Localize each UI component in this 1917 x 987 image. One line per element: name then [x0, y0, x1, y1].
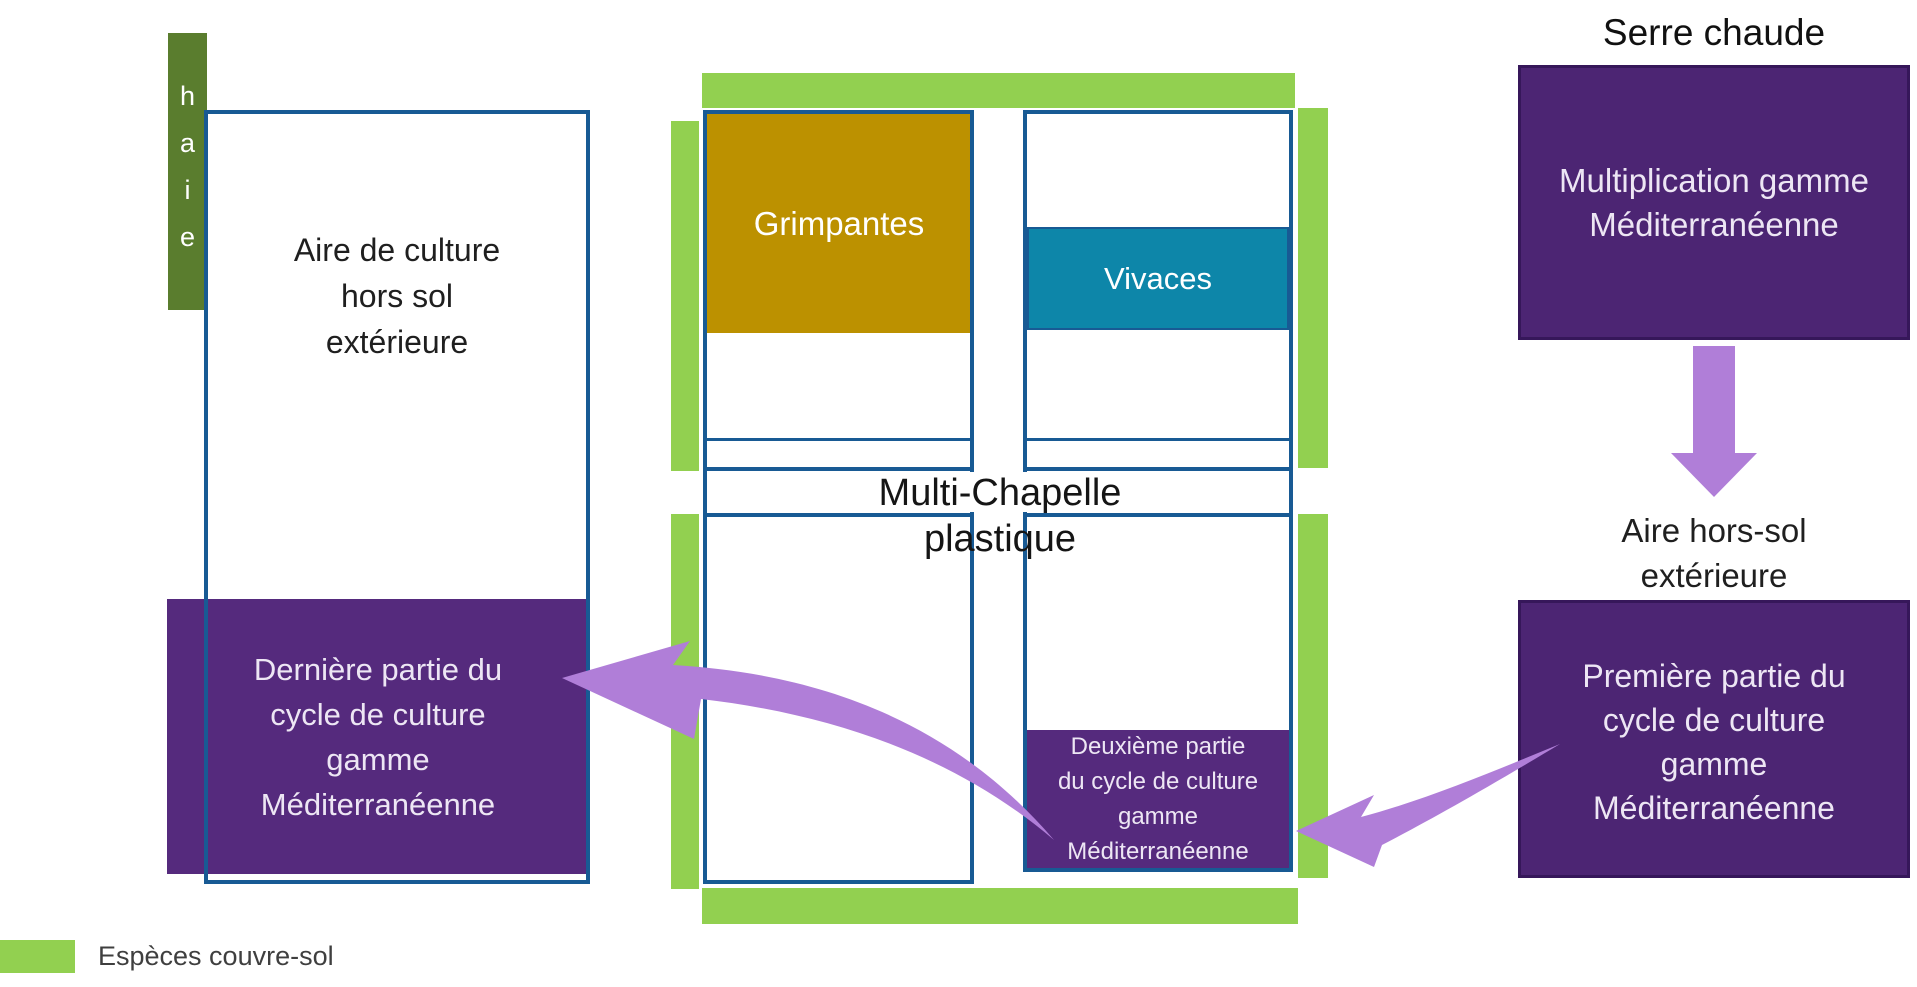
ground-cover-strip-right-lower	[1298, 514, 1328, 878]
perennials-box: Vivaces	[1027, 227, 1289, 330]
outdoor-area-border	[204, 110, 590, 884]
left-bay-inner-line	[707, 438, 971, 441]
down-arrow-icon	[1671, 346, 1757, 497]
outdoor-area-label: Aire de culture hors sol extérieure	[293, 232, 501, 360]
outdoor-offground-title: Aire hors-sol extérieure	[1621, 512, 1807, 594]
legend-label: Espèces couvre-sol	[98, 941, 334, 971]
hedge-bar: h a i e	[168, 33, 207, 310]
ground-cover-strip-top	[702, 73, 1295, 108]
band-gap-left	[967, 472, 981, 512]
ground-cover-strip-right-upper	[1298, 108, 1328, 468]
ground-cover-strip-bottom	[702, 888, 1298, 924]
first-cycle-label: Première partie du cycle de culture gamm…	[1582, 658, 1846, 826]
climbers-box: Grimpantes	[707, 114, 971, 333]
second-cycle-label: Deuxième partie du cycle de culture gamm…	[1057, 733, 1259, 865]
first-cycle-box: Première partie du cycle de culture gamm…	[1518, 600, 1910, 878]
greenhouse-label: Multi-Chapelle plastique	[878, 472, 1122, 560]
last-cycle-label: Dernière partie du cycle de culture gamm…	[253, 651, 503, 822]
climbers-label: Grimpantes	[753, 204, 925, 242]
band-gap-right	[1019, 472, 1033, 512]
legend-swatch	[0, 940, 75, 973]
left-bay-band-line-top	[703, 467, 974, 471]
multiplication-label: Multiplication gamme Méditerranéenne	[1559, 161, 1869, 243]
right-bay-band-line-bottom	[1023, 513, 1293, 517]
multiplication-box: Multiplication gamme Méditerranéenne	[1518, 65, 1910, 340]
hedge-label: h a i e	[179, 81, 196, 252]
perennials-label: Vivaces	[1104, 260, 1212, 296]
ground-cover-strip-left-lower	[671, 514, 699, 889]
last-cycle-box: Dernière partie du cycle de culture gamm…	[167, 599, 589, 874]
left-bay-band-line-bottom	[703, 513, 974, 517]
ground-cover-strip-left-upper	[671, 121, 699, 471]
right-bay-band-line-top	[1023, 467, 1293, 471]
second-cycle-box: Deuxième partie du cycle de culture gamm…	[1027, 730, 1289, 868]
hot-greenhouse-title: Serre chaude	[1602, 12, 1826, 53]
right-bay-inner-line	[1027, 438, 1289, 441]
